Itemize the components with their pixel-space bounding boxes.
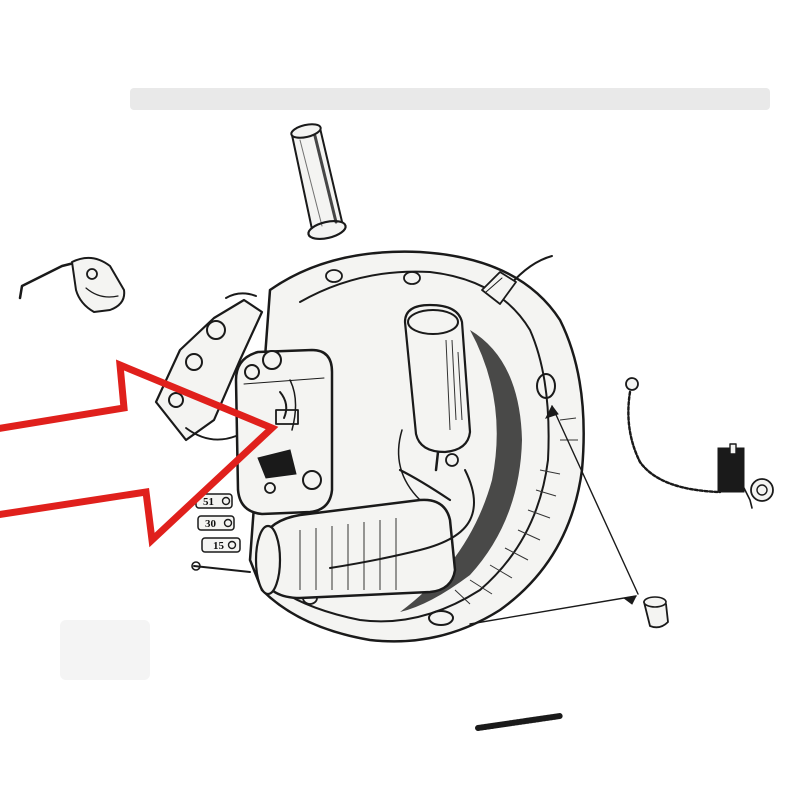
internal-wire xyxy=(329,469,475,569)
pointer-arrow xyxy=(0,359,279,548)
spring-part xyxy=(475,713,563,731)
faint-background-text xyxy=(60,88,770,680)
bushing-part xyxy=(290,123,347,240)
contact-breaker-points xyxy=(275,391,299,425)
leader-lines xyxy=(469,405,639,625)
grommet-part xyxy=(643,596,669,629)
breaker-assembly xyxy=(234,348,334,516)
spring-clip-part xyxy=(18,256,126,313)
terminal-label-30: 30 xyxy=(205,518,217,530)
terminal-block xyxy=(154,292,264,442)
terminal-label-51: 51 xyxy=(203,496,214,508)
cable-lead xyxy=(481,255,553,305)
terminal-51: 51 xyxy=(195,493,233,509)
condenser xyxy=(403,303,472,472)
ignition-coil xyxy=(254,429,457,600)
terminal-15: 15 xyxy=(201,537,241,553)
earth-lead xyxy=(625,377,774,509)
terminal-label-15: 15 xyxy=(213,540,225,552)
terminal-30: 30 xyxy=(197,515,235,531)
terminal-labels: 51 30 15 xyxy=(191,493,251,573)
